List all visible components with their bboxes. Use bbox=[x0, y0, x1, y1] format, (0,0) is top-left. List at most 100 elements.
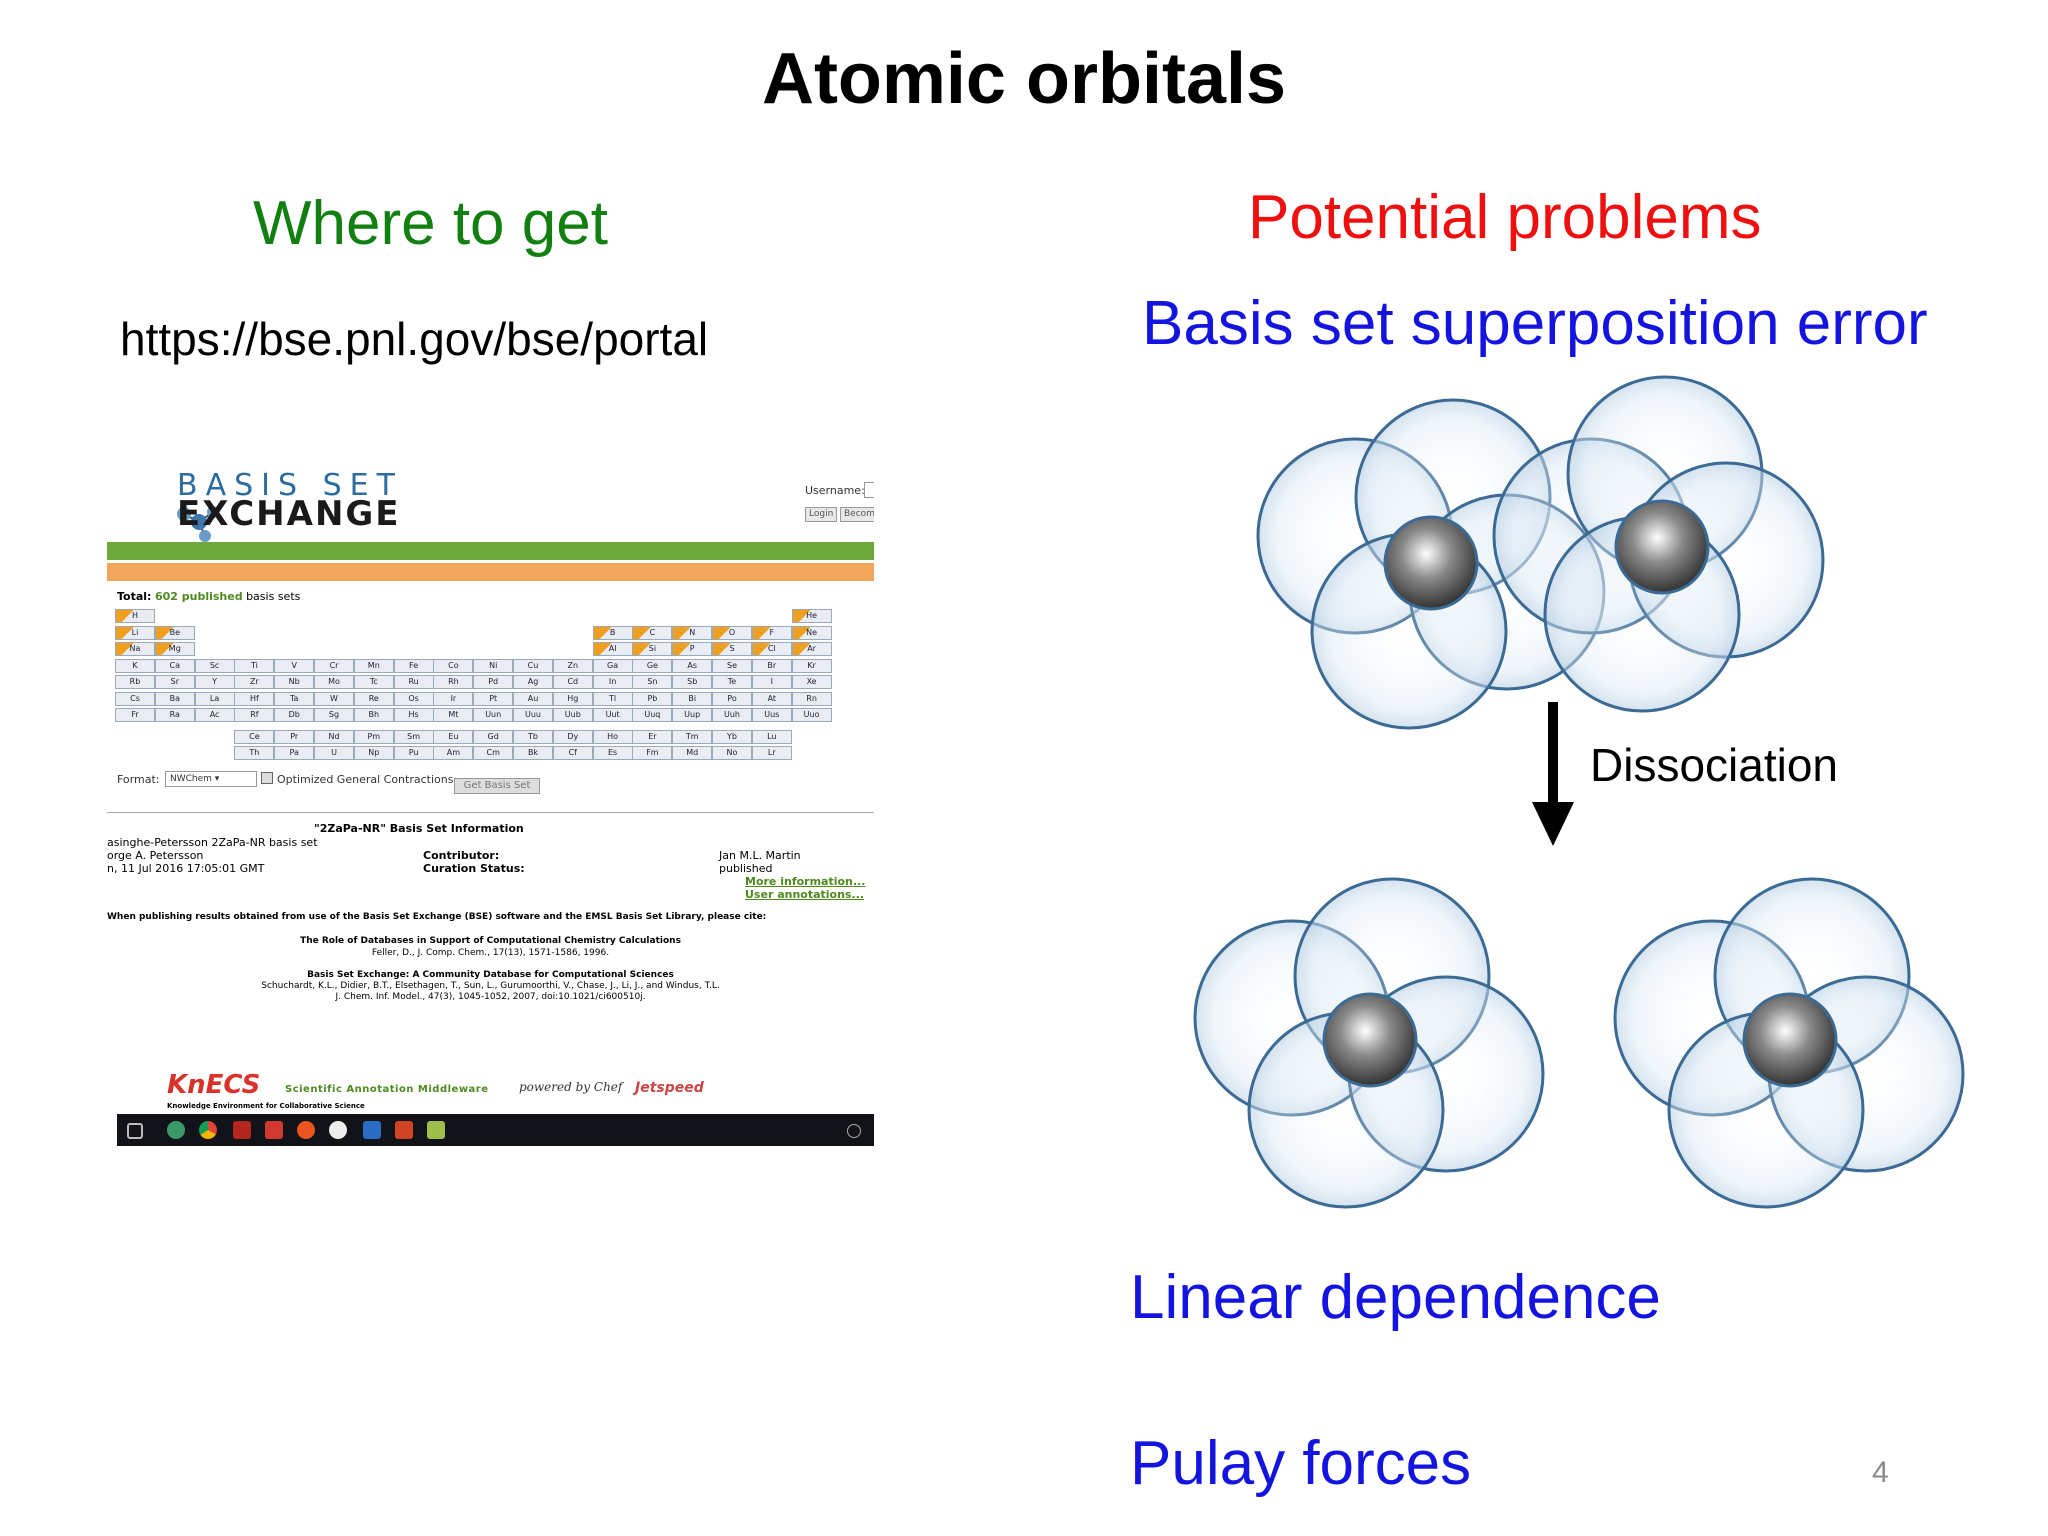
element-uus[interactable]: Uus bbox=[751, 708, 792, 722]
element-ni[interactable]: Ni bbox=[473, 658, 514, 673]
element-sn[interactable]: Sn bbox=[632, 675, 673, 689]
chrome-icon[interactable] bbox=[199, 1121, 217, 1139]
element-uub[interactable]: Uub bbox=[552, 708, 593, 722]
app-red-icon[interactable] bbox=[265, 1121, 283, 1139]
powerpoint-icon[interactable] bbox=[395, 1121, 413, 1139]
element-tl[interactable]: Tl bbox=[592, 691, 633, 706]
element-pt[interactable]: Pt bbox=[473, 691, 514, 706]
element-xe[interactable]: Xe bbox=[791, 675, 832, 689]
element-th[interactable]: Th bbox=[234, 746, 275, 760]
element-pr[interactable]: Pr bbox=[274, 729, 315, 744]
element-uuo[interactable]: Uuo bbox=[791, 708, 832, 722]
element-cf[interactable]: Cf bbox=[552, 746, 593, 760]
element-rn[interactable]: Rn bbox=[791, 691, 832, 706]
element-ra[interactable]: Ra bbox=[154, 708, 195, 722]
element-uun[interactable]: Uun bbox=[473, 708, 514, 722]
acrobat-icon[interactable] bbox=[233, 1121, 251, 1139]
element-w[interactable]: W bbox=[314, 691, 354, 706]
element-cr[interactable]: Cr bbox=[314, 658, 354, 673]
element-tm[interactable]: Tm bbox=[672, 729, 713, 744]
element-br[interactable]: Br bbox=[751, 658, 792, 673]
element-mo[interactable]: Mo bbox=[314, 675, 354, 689]
element-ru[interactable]: Ru bbox=[393, 675, 434, 689]
element-zr[interactable]: Zr bbox=[234, 675, 275, 689]
element-mt[interactable]: Mt bbox=[433, 708, 474, 722]
element-rh[interactable]: Rh bbox=[433, 675, 474, 689]
element-ag[interactable]: Ag bbox=[513, 675, 553, 689]
element-he[interactable]: He bbox=[791, 609, 832, 623]
optimized-checkbox[interactable] bbox=[261, 772, 273, 784]
element-rb[interactable]: Rb bbox=[115, 675, 155, 689]
element-si[interactable]: Si bbox=[632, 642, 673, 656]
element-kr[interactable]: Kr bbox=[791, 658, 832, 673]
browser-globe-icon[interactable] bbox=[167, 1121, 185, 1139]
become-button[interactable]: Becom bbox=[840, 507, 874, 522]
element-ga[interactable]: Ga bbox=[592, 658, 633, 673]
element-ti[interactable]: Ti bbox=[234, 658, 275, 673]
element-es[interactable]: Es bbox=[592, 746, 633, 760]
element-li[interactable]: Li bbox=[115, 625, 155, 640]
element-ba[interactable]: Ba bbox=[154, 691, 195, 706]
element-u[interactable]: U bbox=[314, 746, 354, 760]
ubuntu-icon[interactable] bbox=[297, 1121, 315, 1139]
calendar-icon[interactable] bbox=[363, 1121, 381, 1139]
element-fe[interactable]: Fe bbox=[393, 658, 434, 673]
element-bh[interactable]: Bh bbox=[353, 708, 394, 722]
element-ca[interactable]: Ca bbox=[154, 658, 195, 673]
element-ta[interactable]: Ta bbox=[274, 691, 315, 706]
element-al[interactable]: Al bbox=[592, 642, 633, 656]
element-hf[interactable]: Hf bbox=[234, 691, 275, 706]
element-v[interactable]: V bbox=[274, 658, 315, 673]
element-np[interactable]: Np bbox=[353, 746, 394, 760]
element-ge[interactable]: Ge bbox=[632, 658, 673, 673]
element-am[interactable]: Am bbox=[433, 746, 474, 760]
element-po[interactable]: Po bbox=[712, 691, 752, 706]
element-uut[interactable]: Uut bbox=[592, 708, 633, 722]
element-uup[interactable]: Uup bbox=[672, 708, 713, 722]
element-md[interactable]: Md bbox=[672, 746, 713, 760]
element-lr[interactable]: Lr bbox=[751, 746, 792, 760]
element-ne[interactable]: Ne bbox=[791, 625, 832, 640]
element-sr[interactable]: Sr bbox=[154, 675, 195, 689]
element-ir[interactable]: Ir bbox=[433, 691, 474, 706]
element-cl[interactable]: Cl bbox=[751, 642, 792, 656]
element-db[interactable]: Db bbox=[274, 708, 315, 722]
element-bk[interactable]: Bk bbox=[513, 746, 553, 760]
element-i[interactable]: I bbox=[751, 675, 792, 689]
element-hs[interactable]: Hs bbox=[393, 708, 434, 722]
get-basis-set-button[interactable]: Get Basis Set bbox=[454, 778, 540, 794]
media-player-icon[interactable] bbox=[427, 1121, 445, 1139]
element-fm[interactable]: Fm bbox=[632, 746, 673, 760]
element-n[interactable]: N bbox=[672, 625, 713, 640]
element-te[interactable]: Te bbox=[712, 675, 752, 689]
element-cu[interactable]: Cu bbox=[513, 658, 553, 673]
element-na[interactable]: Na bbox=[115, 642, 155, 656]
element-os[interactable]: Os bbox=[393, 691, 434, 706]
element-sc[interactable]: Sc bbox=[194, 658, 235, 673]
element-pa[interactable]: Pa bbox=[274, 746, 315, 760]
element-yb[interactable]: Yb bbox=[712, 729, 752, 744]
element-be[interactable]: Be bbox=[154, 625, 195, 640]
element-pd[interactable]: Pd bbox=[473, 675, 514, 689]
element-sm[interactable]: Sm bbox=[393, 729, 434, 744]
element-la[interactable]: La bbox=[194, 691, 235, 706]
element-at[interactable]: At bbox=[751, 691, 792, 706]
element-as[interactable]: As bbox=[672, 658, 713, 673]
element-cd[interactable]: Cd bbox=[552, 675, 593, 689]
element-y[interactable]: Y bbox=[194, 675, 235, 689]
more-information-link[interactable]: More information... bbox=[745, 875, 866, 888]
element-er[interactable]: Er bbox=[632, 729, 673, 744]
task-view-icon[interactable] bbox=[127, 1123, 143, 1139]
element-s[interactable]: S bbox=[712, 642, 752, 656]
element-uuh[interactable]: Uuh bbox=[712, 708, 752, 722]
element-rf[interactable]: Rf bbox=[234, 708, 275, 722]
element-hg[interactable]: Hg bbox=[552, 691, 593, 706]
element-nb[interactable]: Nb bbox=[274, 675, 315, 689]
element-au[interactable]: Au bbox=[513, 691, 553, 706]
element-mn[interactable]: Mn bbox=[353, 658, 394, 673]
people-icon[interactable] bbox=[847, 1124, 861, 1138]
element-tb[interactable]: Tb bbox=[513, 729, 553, 744]
element-o[interactable]: O bbox=[712, 625, 752, 640]
element-cm[interactable]: Cm bbox=[473, 746, 514, 760]
element-fr[interactable]: Fr bbox=[115, 708, 155, 722]
